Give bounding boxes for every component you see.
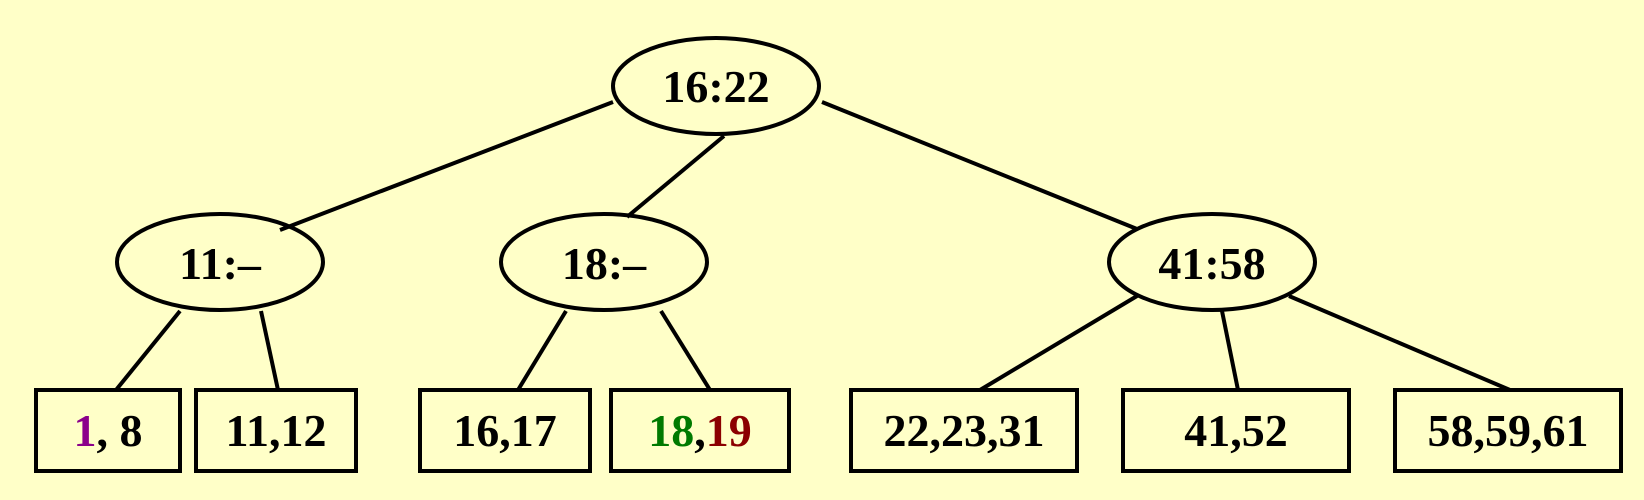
edge-node-41-58-to-leaf-6 (1220, 310, 1240, 391)
tree-edges (114, 100, 1511, 392)
node-ellipse (611, 36, 821, 136)
leaf-box (194, 388, 358, 473)
leaf-key-part: 58,59,61 (1428, 405, 1589, 456)
tree-leaf-6: 41,52 (1121, 388, 1351, 473)
edge-node-41-58-to-leaf-7 (1288, 294, 1511, 392)
leaf-box (849, 388, 1079, 473)
tree-node-internal-3: 41:58 (1107, 212, 1317, 312)
edge-root-to-node-11 (279, 100, 614, 232)
node-label: 18:– (562, 238, 647, 289)
tree-node-internal-2: 18:– (499, 212, 709, 312)
edge-root-to-node-18 (625, 134, 726, 219)
leaf-box (1393, 388, 1623, 473)
leaf-label: 18,19 (648, 405, 752, 456)
node-label: 41:58 (1158, 238, 1265, 289)
node-ellipse (499, 212, 709, 312)
leaf-box (418, 388, 592, 473)
node-ellipse (115, 212, 325, 312)
leaf-key-part: 18 (648, 405, 694, 456)
tree-node-internal-1: 11:– (115, 212, 325, 312)
leaf-key-part: , (694, 405, 706, 456)
edge-node-41-58-to-leaf-5 (978, 294, 1139, 392)
leaf-box (609, 388, 791, 473)
edge-node-11-to-leaf-1 (114, 309, 182, 392)
leaf-label: 16,17 (453, 405, 557, 456)
leaf-label: 22,23,31 (884, 405, 1045, 456)
tree-node-root: 16:22 (611, 36, 821, 136)
leaf-box (34, 388, 182, 473)
leaf-key-part: 41,52 (1184, 405, 1288, 456)
tree-leaf-5: 22,23,31 (849, 388, 1079, 473)
leaf-key-part: 11,12 (226, 405, 327, 456)
leaf-key-part: 16,17 (453, 405, 557, 456)
leaf-key-part: 19 (706, 405, 752, 456)
node-label: 11:– (179, 238, 262, 289)
node-label: 16:22 (662, 61, 769, 112)
edge-node-18-to-leaf-3 (516, 309, 568, 392)
tree-leaf-2: 11,12 (194, 388, 358, 473)
tree-leaf-7: 58,59,61 (1393, 388, 1623, 473)
leaf-key-part: 1 (74, 405, 97, 456)
edge-node-18-to-leaf-4 (659, 309, 712, 392)
tree-leaf-4: 18,19 (609, 388, 791, 473)
tree-leaf-1: 1, 8 (34, 388, 182, 473)
leaf-label: 1, 8 (74, 405, 143, 456)
edge-node-11-to-leaf-2 (259, 310, 280, 391)
edge-root-to-node-41-58 (821, 100, 1138, 231)
leaf-key-part: 22,23,31 (884, 405, 1045, 456)
leaf-box (1121, 388, 1351, 473)
leaf-label: 11,12 (226, 405, 327, 456)
tree-leaf-3: 16,17 (418, 388, 592, 473)
leaf-label: 58,59,61 (1428, 405, 1589, 456)
leaf-key-part: , 8 (97, 405, 143, 456)
node-ellipse (1107, 212, 1317, 312)
leaf-label: 41,52 (1184, 405, 1288, 456)
